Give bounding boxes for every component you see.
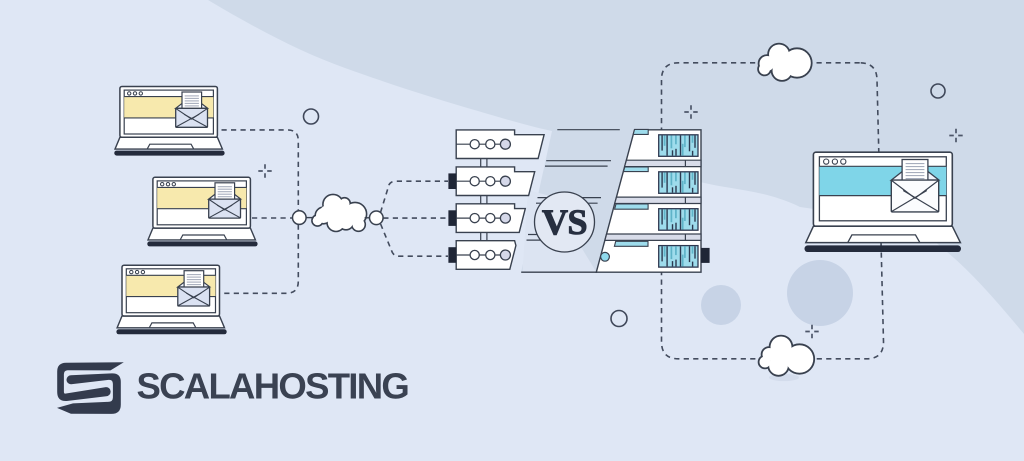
svg-text:SCALAHOSTING: SCALAHOSTING xyxy=(137,365,409,406)
svg-text:VS: VS xyxy=(542,202,587,242)
